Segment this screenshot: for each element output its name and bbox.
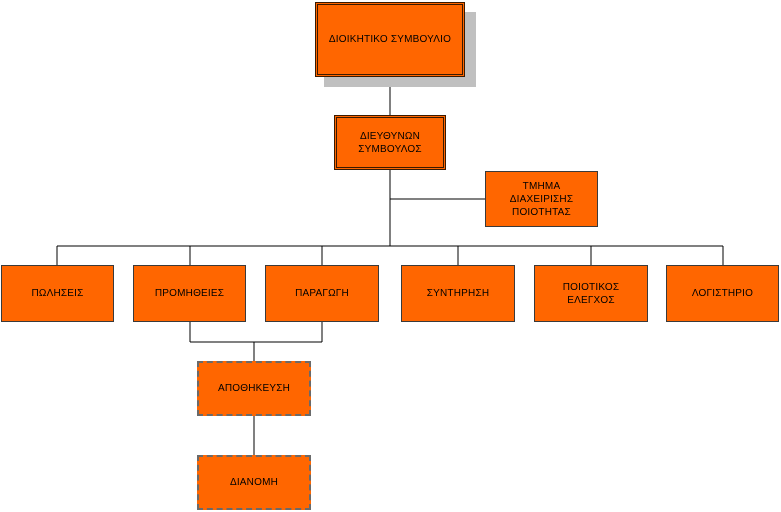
procurement-node: ΠΡΟΜΗΘΕΙΕΣ bbox=[133, 265, 246, 322]
ceo-node: ΔΙΕΥΘΥΝΩΝ ΣΥΜΒΟΥΛΟΣ bbox=[334, 115, 446, 170]
board-node: ΔΙΟΙΚΗΤΙΚΟ ΣΥΜΒΟΥΛΙΟ bbox=[315, 2, 465, 77]
maintenance-label: ΣΥΝΤΗΡΗΣΗ bbox=[426, 288, 490, 299]
warehousing-node: ΑΠΟΘΗΚΕΥΣΗ bbox=[197, 361, 311, 416]
board-label: ΔΙΟΙΚΗΤΙΚΟ ΣΥΜΒΟΥΛΙΟ bbox=[328, 34, 452, 45]
sales-label: ΠΩΛΗΣΕΙΣ bbox=[31, 288, 84, 299]
quality-management-node: ΤΜΗΜΑ ΔΙΑΧΕΙΡΙΣΗΣ ΠΟΙΟΤΗΤΑΣ bbox=[485, 171, 598, 227]
quality-control-node: ΠΟΙΟΤΙΚΟΣ ΕΛΕΓΧΟΣ bbox=[534, 265, 648, 322]
maintenance-node: ΣΥΝΤΗΡΗΣΗ bbox=[401, 265, 515, 322]
accounting-node: ΛΟΓΙΣΤΗΡΙΟ bbox=[666, 265, 779, 322]
distribution-label: ΔΙΑΝΟΜΗ bbox=[229, 477, 279, 488]
production-label: ΠΑΡΑΓΩΓΗ bbox=[295, 288, 349, 299]
production-node: ΠΑΡΑΓΩΓΗ bbox=[265, 265, 379, 322]
sales-node: ΠΩΛΗΣΕΙΣ bbox=[1, 265, 114, 322]
procurement-label: ΠΡΟΜΗΘΕΙΕΣ bbox=[154, 288, 225, 299]
accounting-label: ΛΟΓΙΣΤΗΡΙΟ bbox=[691, 288, 754, 299]
distribution-node: ΔΙΑΝΟΜΗ bbox=[197, 455, 311, 510]
warehousing-label: ΑΠΟΘΗΚΕΥΣΗ bbox=[217, 383, 291, 394]
quality-management-label: ΤΜΗΜΑ ΔΙΑΧΕΙΡΙΣΗΣ ΠΟΙΟΤΗΤΑΣ bbox=[509, 180, 574, 218]
quality-control-label: ΠΟΙΟΤΙΚΟΣ ΕΛΕΓΧΟΣ bbox=[562, 281, 620, 306]
ceo-label: ΔΙΕΥΘΥΝΩΝ ΣΥΜΒΟΥΛΟΣ bbox=[358, 130, 422, 155]
